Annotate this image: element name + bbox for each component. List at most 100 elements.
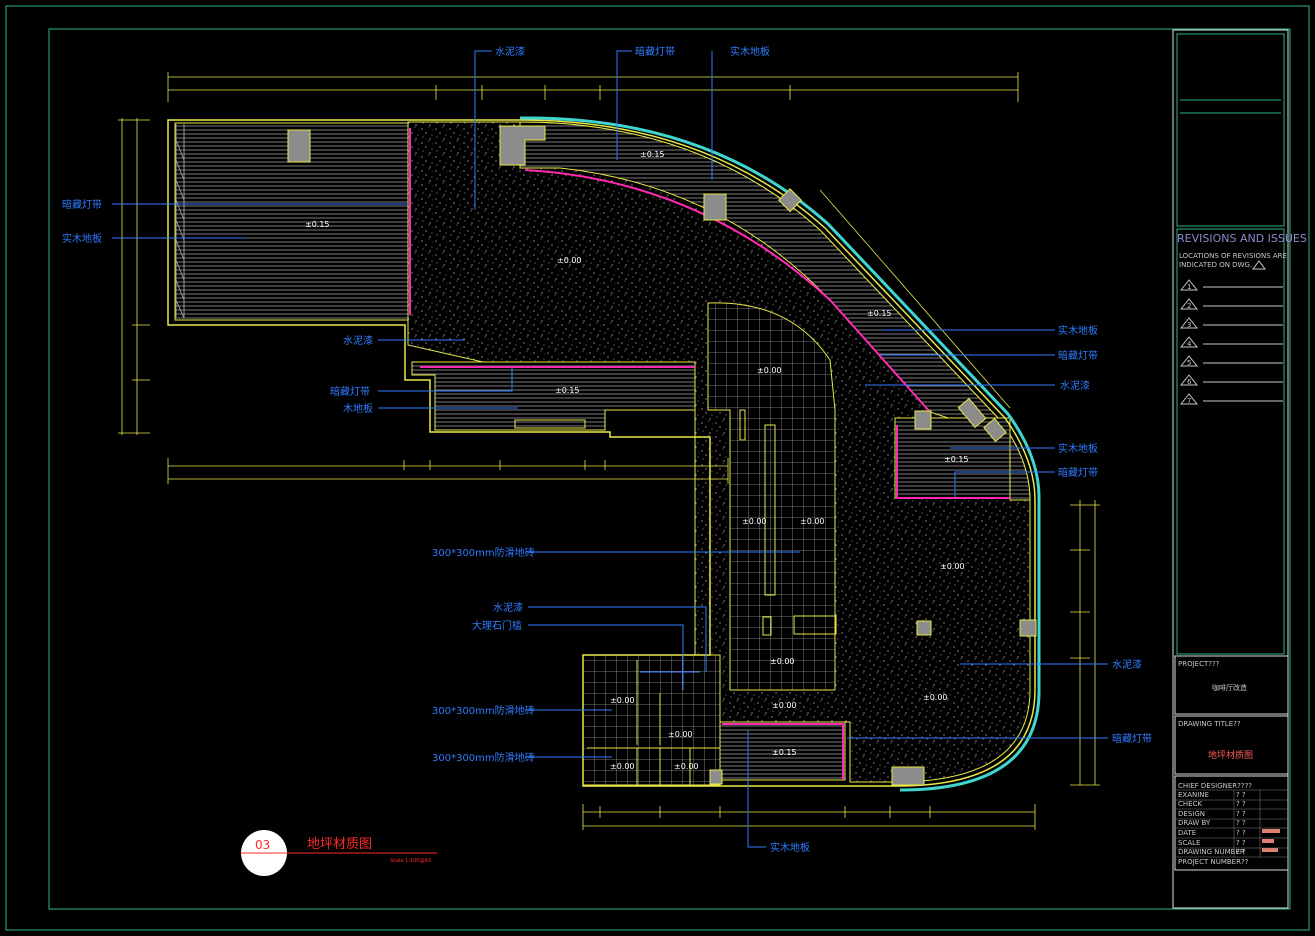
row-exanine: EXANINE <box>1178 791 1209 799</box>
wood-band-curved <box>519 121 1031 501</box>
revision-number: 7 <box>1187 397 1191 405</box>
callout-hidden-light: 暗藏灯带 <box>1058 349 1098 362</box>
drawing-number: 03 <box>255 838 270 852</box>
revision-number: 6 <box>1187 378 1192 386</box>
row-chief-designer: CHIEF DESIGNER???? <box>1178 782 1252 790</box>
row-project-number: PROJECT NUMBER?? <box>1178 858 1249 866</box>
partition <box>762 616 772 636</box>
level-marks: ±0.15 ±0.00 ±0.15 ±0.00 ±0.15 ±0.15 ±0.0… <box>305 150 969 771</box>
tile-corridor <box>707 302 836 691</box>
level-mark: ±0.15 <box>640 150 665 159</box>
callout-wood: 木地板 <box>343 402 373 415</box>
row-drawing-number: DRAWING NUMBER <box>1178 848 1245 856</box>
callout-solid-wood: 实木地板 <box>1058 442 1098 455</box>
level-mark: ±0.15 <box>305 220 330 229</box>
level-mark: ±0.15 <box>555 386 580 395</box>
callout-cement-paint: 水泥漆 <box>343 334 373 347</box>
column <box>916 620 932 636</box>
stair-edge <box>175 124 185 319</box>
row-check: CHECK <box>1178 800 1202 808</box>
title-block: REVISIONS AND ISSUES LOCATIONS OF REVISI… <box>1172 29 1307 909</box>
light-strip-bottom <box>722 723 844 780</box>
revisions-note: LOCATIONS OF REVISIONS ARE <box>1179 252 1287 260</box>
revision-number: 2 <box>1187 302 1191 310</box>
level-mark: ±0.00 <box>668 730 693 739</box>
column <box>914 410 932 430</box>
drawing-title-label: DRAWING TITLE?? <box>1178 720 1241 728</box>
row-design: DESIGN <box>1178 810 1205 818</box>
callout-anti-slip-tile: 300*300mm防滑地砖 <box>432 751 535 764</box>
level-mark: ±0.00 <box>770 657 795 666</box>
column <box>709 769 723 785</box>
level-mark: ±0.00 <box>923 693 948 702</box>
toilet-tile-area <box>582 654 721 786</box>
callout-solid-wood: 实木地板 <box>1058 324 1098 337</box>
level-mark: ±0.15 <box>944 455 969 464</box>
level-mark: ±0.00 <box>800 517 825 526</box>
callout-hidden-light: 暗藏灯带 <box>1112 732 1152 745</box>
drawing-title-block: 03 地坪材质图 Scale 1:100@A3 <box>241 830 437 876</box>
row-value: ? ? <box>1236 848 1246 856</box>
project-value: 咖啡厅改造 <box>1212 683 1247 692</box>
level-mark: ±0.15 <box>867 309 892 318</box>
row-value: ? ? <box>1236 819 1246 827</box>
row-value: ? ? <box>1236 791 1246 799</box>
column <box>703 193 727 221</box>
callout-cement-paint: 水泥漆 <box>495 45 525 58</box>
floor-plan <box>167 116 1041 792</box>
revision-number: 5 <box>1187 359 1191 367</box>
drawing-title-value: 地坪材质图 <box>1208 749 1253 761</box>
row-draw-by: DRAW BY <box>1178 819 1211 827</box>
callout-hidden-light: 暗藏灯带 <box>62 198 102 211</box>
level-mark: ±0.00 <box>610 696 635 705</box>
wood-strip-middle <box>411 361 696 431</box>
callout-solid-wood: 实木地板 <box>730 45 770 58</box>
drawing-scale: Scale 1:100@A3 <box>390 858 431 864</box>
inner-frame <box>48 28 1291 910</box>
column <box>983 417 1007 443</box>
revision-number: 3 <box>1187 321 1191 329</box>
column <box>287 129 311 163</box>
dimensions <box>118 72 1100 830</box>
column <box>1019 619 1037 637</box>
row-value: ? ? <box>1236 810 1246 818</box>
outer-wall <box>167 119 1036 787</box>
outer-frame <box>5 5 1310 931</box>
callout-hidden-light: 暗藏灯带 <box>1058 466 1098 479</box>
callout-marble-sill: 大理石门槛 <box>472 619 522 632</box>
level-mark: ±0.15 <box>772 748 797 757</box>
callout-anti-slip-tile: 300*300mm防滑地砖 <box>432 704 535 717</box>
title-block-rows: CHIEF DESIGNER???? EXANINE ? ? CHECK ? ?… <box>1178 782 1252 866</box>
partition <box>514 419 586 429</box>
level-mark: ±0.00 <box>742 517 767 526</box>
callout-solid-wood: 实木地板 <box>62 232 102 245</box>
project-label: PROJECT??? <box>1178 660 1220 668</box>
level-mark: ±0.00 <box>757 366 782 375</box>
row-value: ? ? <box>1236 829 1246 837</box>
revision-list <box>1179 279 1283 405</box>
callout-solid-wood: 实木地板 <box>770 841 810 854</box>
row-value: ? ? <box>1236 839 1246 847</box>
partition <box>764 424 776 596</box>
level-mark: ±0.00 <box>772 701 797 710</box>
revisions-title: REVISIONS AND ISSUES <box>1177 232 1307 245</box>
column <box>957 397 987 429</box>
level-mark: ±0.00 <box>940 562 965 571</box>
callout-cement-paint: 水泥漆 <box>1112 658 1142 671</box>
callout-cement-paint: 水泥漆 <box>1060 379 1090 392</box>
column <box>777 188 803 213</box>
callout-leaders <box>112 50 1108 848</box>
callout-anti-slip-tile: 300*300mm防滑地砖 <box>432 546 535 559</box>
toilet-partitions <box>587 660 720 786</box>
light-strip-alcove <box>896 425 1010 499</box>
revision-number: 4 <box>1187 340 1192 348</box>
light-strip-curve <box>524 169 931 413</box>
row-value: ? ? <box>1236 800 1246 808</box>
callout-hidden-light: 暗藏灯带 <box>635 45 675 58</box>
callout-hidden-light: 暗藏灯带 <box>330 385 370 398</box>
level-mark: ±0.00 <box>610 762 635 771</box>
level-mark: ±0.00 <box>557 256 582 265</box>
column <box>499 125 546 166</box>
drawing-title: 地坪材质图 <box>307 837 372 852</box>
